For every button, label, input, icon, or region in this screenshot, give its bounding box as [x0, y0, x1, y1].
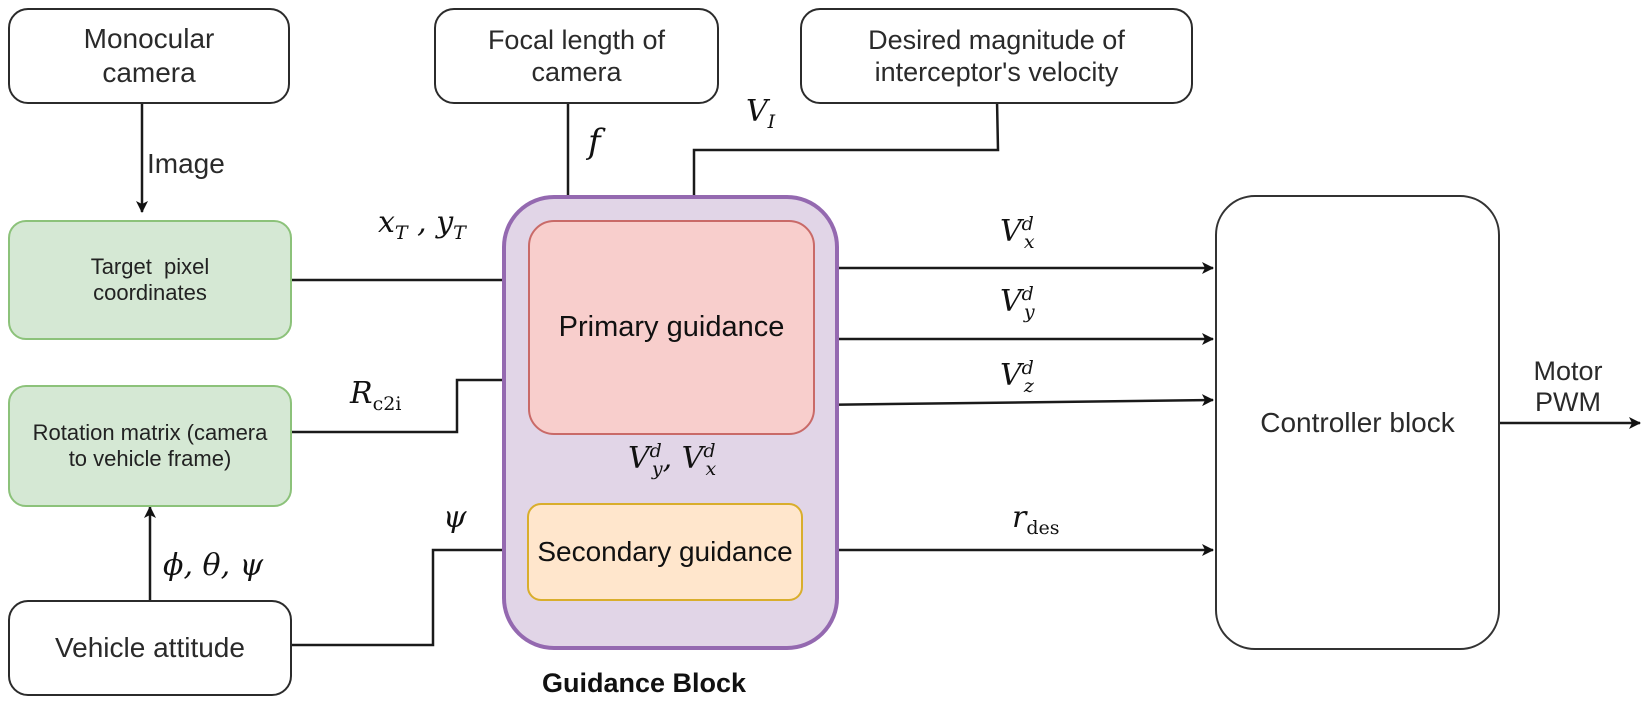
image-signal-label: Image	[147, 148, 225, 179]
arrow-psi	[290, 544, 524, 647]
motor-pwm-label: Motor PWM	[1533, 356, 1603, 418]
rotation-matrix-label: Rotation matrix (camera to vehicle frame…	[32, 419, 268, 471]
vi-signal-label: VI	[746, 94, 776, 133]
controller-block: Controller block	[1215, 195, 1500, 650]
arrow-rc2i	[290, 374, 524, 434]
primary-guidance-label: Primary guidance	[558, 311, 785, 344]
attitude-angles-signal-label: ϕ, θ, ψ	[163, 548, 264, 583]
target-pixel-block: Target pixel coordinates	[8, 220, 292, 340]
vy-vx-signal-label: Vdy, Vdx	[628, 440, 717, 480]
arrow-vzd	[812, 394, 1214, 407]
monocular-camera-block: Monocular camera	[8, 8, 290, 104]
secondary-guidance-label: Secondary guidance	[537, 536, 793, 568]
secondary-guidance-block: Secondary guidance	[527, 503, 803, 601]
primary-guidance-block: Primary guidance	[528, 220, 815, 435]
psi-signal-label: ψ	[443, 500, 467, 535]
rdes-signal-label: rdes	[1012, 500, 1060, 539]
focal-length-label: Focal length of camera	[487, 24, 666, 87]
vzd-signal-label: Vdz	[1000, 357, 1034, 397]
focal-length-block: Focal length of camera	[434, 8, 719, 104]
rotation-matrix-block: Rotation matrix (camera to vehicle frame…	[8, 385, 292, 507]
desired-velocity-label: Desired magnitude of interceptor's veloc…	[868, 24, 1125, 87]
guidance-block-title: Guidance Block	[542, 668, 747, 698]
arrow-vi	[688, 99, 1000, 219]
monocular-camera-label: Monocular camera	[83, 23, 215, 88]
focal-signal-label: f	[588, 122, 601, 162]
vxd-signal-label: Vdx	[1000, 213, 1035, 253]
xy-target-signal-label: xT , yT	[378, 205, 466, 244]
rc2i-signal-label: Rc2i	[350, 376, 402, 415]
desired-velocity-block: Desired magnitude of interceptor's veloc…	[800, 8, 1193, 104]
vehicle-attitude-label: Vehicle attitude	[55, 632, 245, 664]
controller-label: Controller block	[1260, 406, 1455, 438]
vyd-signal-label: Vdy	[1000, 283, 1035, 323]
target-pixel-label: Target pixel coordinates	[90, 253, 216, 305]
vehicle-attitude-block: Vehicle attitude	[8, 600, 292, 696]
